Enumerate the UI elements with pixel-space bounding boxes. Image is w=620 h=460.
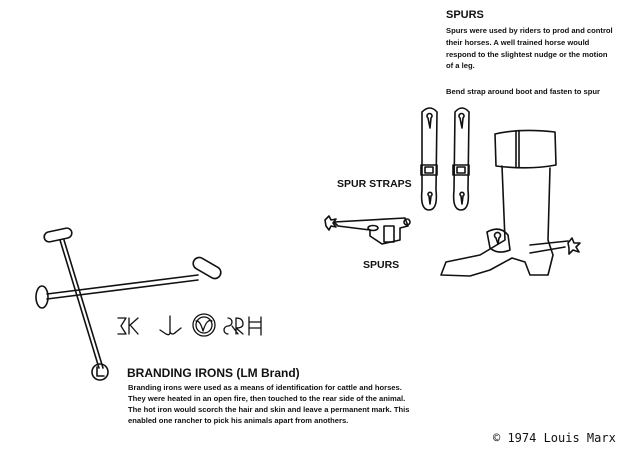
spurs-instruction: Bend strap around boot and fasten to spu…: [446, 87, 600, 96]
branding-irons-description: Branding irons were used as a means of i…: [128, 383, 410, 425]
spurs-label: SPURS: [363, 259, 400, 271]
spurs-description: Spurs were used by riders to prod and co…: [446, 26, 613, 71]
spur-straps-label: SPUR STRAPS: [337, 178, 412, 190]
spur: [324, 215, 411, 245]
branding-irons-title: BRANDING IRONS (LM Brand): [127, 366, 300, 380]
spurs-title: SPURS: [446, 9, 484, 21]
copyright: © 1974 Louis Marx: [493, 431, 616, 445]
brand-symbols: [117, 313, 262, 337]
branding-iron-horizontal: [35, 256, 222, 309]
boot-with-spur: [440, 129, 581, 277]
branding-iron-vertical: [43, 227, 109, 381]
spur-strap-left: [420, 107, 438, 211]
spur-strap-right: [452, 107, 470, 211]
